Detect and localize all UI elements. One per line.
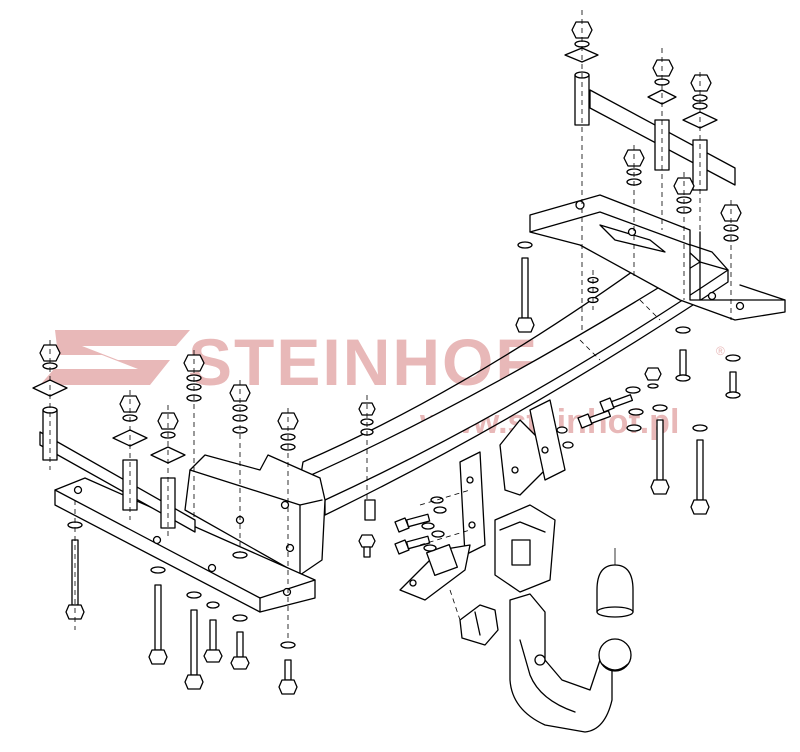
left-mounting-bracket: [184, 454, 326, 576]
tow-ball-receiver: [494, 504, 556, 593]
flange-bolt-4: [394, 535, 431, 555]
flange-bolt-2: [599, 394, 634, 413]
nut-right-1: [564, 21, 599, 63]
electrical-socket: [459, 604, 499, 646]
nut-right-2: [647, 59, 677, 105]
bolt-left-5: [278, 641, 298, 695]
left-lower-plate: [54, 477, 316, 613]
left-bolt-stacks: [32, 340, 299, 695]
bolt-left-4: [203, 551, 250, 670]
nut-left-3: [150, 412, 186, 529]
bolt-right-1: [515, 241, 535, 333]
steinhof-logo-mark: [40, 330, 190, 385]
bolt-left-2: [148, 566, 168, 665]
watermark-registered: ®: [716, 344, 725, 358]
flange-washers: [556, 426, 574, 449]
spacer-tube-right-2: [654, 119, 670, 171]
flange-bolt-3: [394, 513, 431, 533]
bolt-right-2: [675, 326, 691, 382]
center-small-fasteners: [358, 395, 376, 558]
tow-ball: [598, 638, 632, 672]
spacer-tube-right-1: [574, 71, 590, 126]
small-washers-center: [587, 270, 599, 310]
bolt-right-3: [725, 354, 741, 399]
bolt-left-3: [184, 591, 204, 690]
steinhof-watermark: STEINHOF ® www.steinhof.pl: [40, 325, 725, 441]
tow-hook-neck: [509, 593, 613, 733]
small-nut-right: [644, 367, 662, 389]
tow-ball-cap: [596, 548, 634, 618]
center-flange-plate: [459, 399, 566, 556]
right-bolt-stacks: [515, 10, 742, 515]
bolt-long-right-2: [690, 424, 710, 515]
flange-bolts: [394, 394, 634, 555]
right-mounting-bracket: [529, 194, 786, 321]
bolt-long-right-1: [625, 386, 670, 495]
flange-bolt-1: [577, 410, 612, 429]
left-upper-strap: [39, 431, 196, 533]
socket-plate: [399, 543, 471, 621]
